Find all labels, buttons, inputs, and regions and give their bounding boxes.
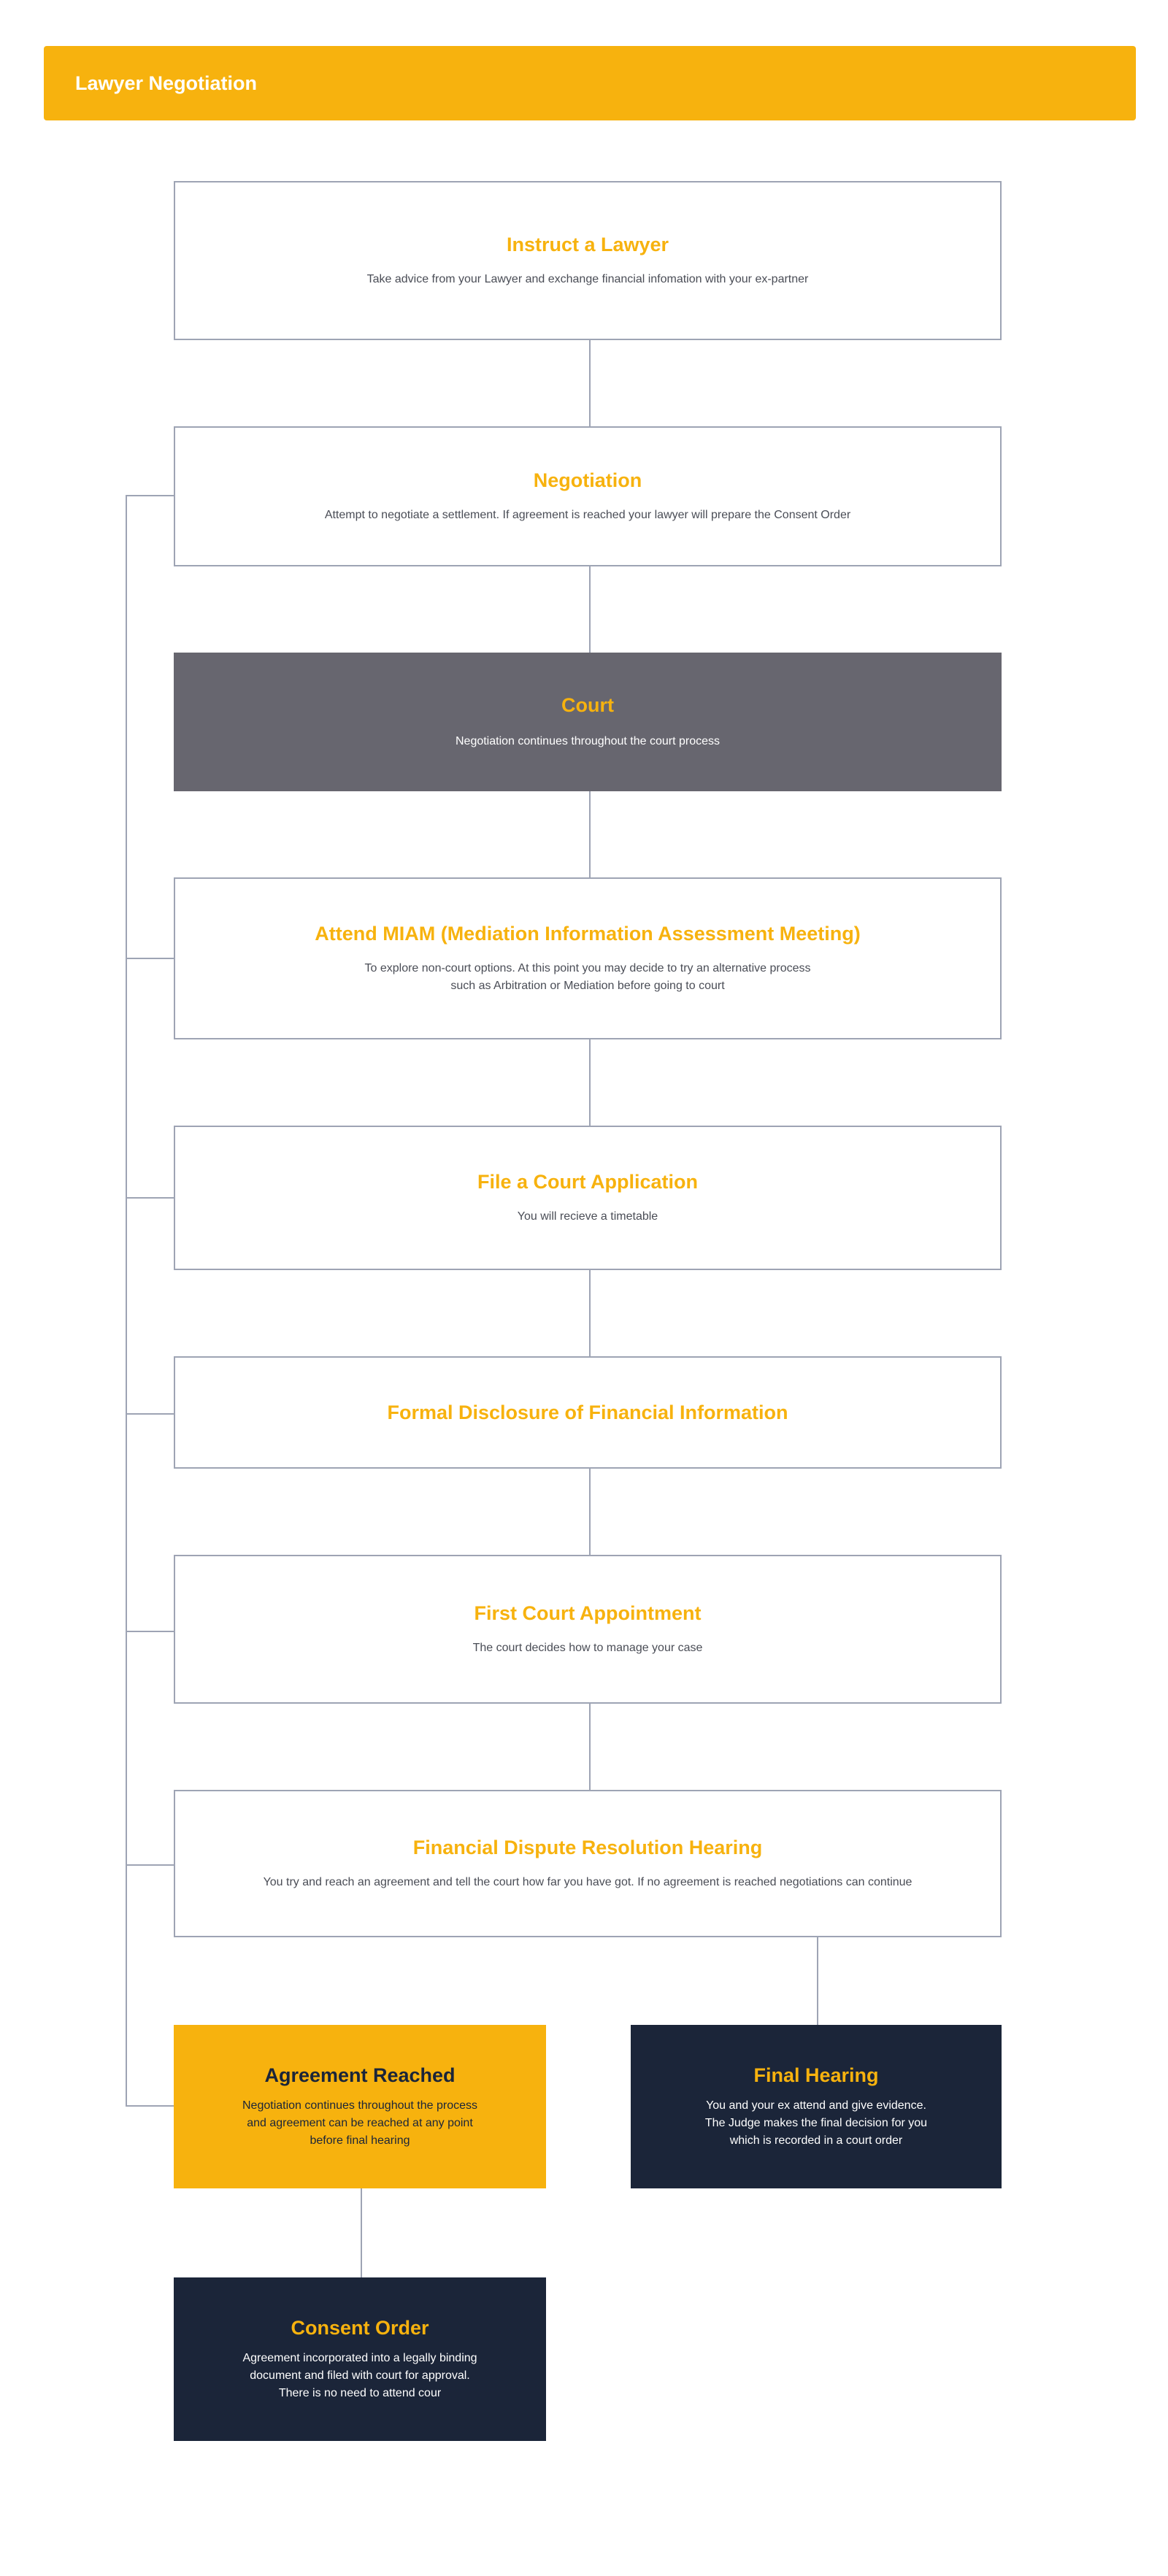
step-description: You try and reach an agreement and tell … <box>263 1875 912 1888</box>
bracket-vertical-line <box>126 495 127 2105</box>
step-attend-miam: Attend MIAM (Mediation Information Asses… <box>174 877 1002 1039</box>
bracket-tick <box>126 2105 175 2107</box>
bracket-tick <box>126 1864 175 1866</box>
step-title: Consent Order <box>291 2316 429 2339</box>
bracket-tick <box>126 1631 175 1632</box>
step-consent-order: Consent Order Agreement incorporated int… <box>174 2277 546 2441</box>
connector-line <box>589 791 591 877</box>
step-first-court-appointment: First Court Appointment The court decide… <box>174 1555 1002 1704</box>
connector-line <box>589 340 591 426</box>
step-formal-disclosure: Formal Disclosure of Financial Informati… <box>174 1356 1002 1469</box>
connector-line <box>589 1469 591 1555</box>
step-title: Attend MIAM (Mediation Information Asses… <box>315 922 861 945</box>
step-description: Attempt to negotiate a settlement. If ag… <box>324 508 851 521</box>
step-title: Court <box>561 693 614 716</box>
step-title: First Court Appointment <box>474 1602 702 1624</box>
step-title: Financial Dispute Resolution Hearing <box>412 1836 763 1858</box>
connector-line <box>817 1937 818 2025</box>
connector-line <box>589 566 591 653</box>
page-title: Lawyer Negotiation <box>75 72 258 94</box>
connector-line <box>589 1039 591 1126</box>
step-description: To explore non-court options. At this po… <box>364 961 811 992</box>
step-file-court-application: File a Court Application You will reciev… <box>174 1126 1002 1270</box>
bracket-tick <box>126 958 175 959</box>
bracket-tick <box>126 1413 175 1415</box>
step-title: Formal Disclosure of Financial Informati… <box>387 1401 788 1423</box>
step-agreement-reached: Agreement Reached Negotiation continues … <box>174 2025 546 2188</box>
step-title: Final Hearing <box>753 2064 879 2086</box>
bracket-tick <box>126 1197 175 1199</box>
connector-line <box>361 2188 362 2277</box>
step-negotiation: Negotiation Attempt to negotiate a settl… <box>174 426 1002 566</box>
step-title: Negotiation <box>533 469 642 491</box>
header-banner: Lawyer Negotiation <box>44 46 1136 120</box>
step-description: Negotiation continues throughout the cou… <box>455 734 720 747</box>
step-description: Take advice from your Lawyer and exchang… <box>366 272 809 285</box>
step-description: You will recieve a timetable <box>517 1210 658 1223</box>
step-fdr-hearing: Financial Dispute Resolution Hearing You… <box>174 1790 1002 1937</box>
step-description: Agreement incorporated into a legally bi… <box>242 2351 477 2399</box>
step-instruct-lawyer: Instruct a Lawyer Take advice from your … <box>174 181 1002 340</box>
connector-line <box>589 1704 591 1790</box>
step-final-hearing: Final Hearing You and your ex attend and… <box>631 2025 1002 2188</box>
step-description: Negotiation continues throughout the pro… <box>242 2099 477 2147</box>
bracket-tick <box>126 495 175 496</box>
step-description: You and your ex attend and give evidence… <box>704 2099 928 2147</box>
connector-line <box>589 1270 591 1356</box>
step-title: File a Court Application <box>477 1170 698 1193</box>
step-title: Instruct a Lawyer <box>506 233 669 255</box>
step-description: The court decides how to manage your cas… <box>472 1641 703 1654</box>
step-title: Agreement Reached <box>264 2064 456 2086</box>
step-court: Court Negotiation continues throughout t… <box>174 653 1002 791</box>
